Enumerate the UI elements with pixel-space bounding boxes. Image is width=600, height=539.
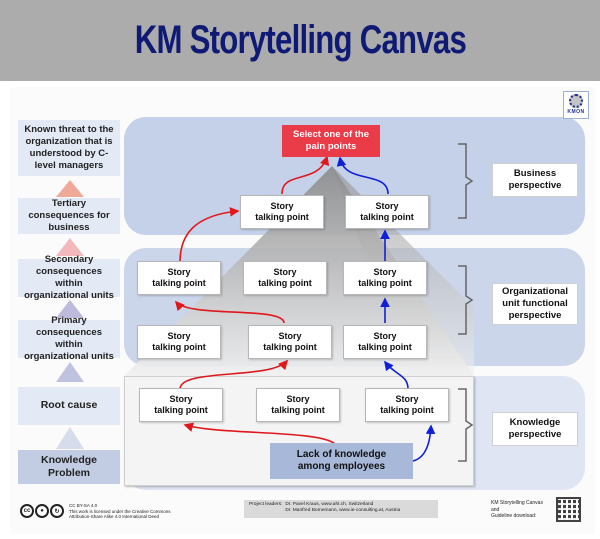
level-label: Primary consequences within organization… bbox=[24, 315, 114, 362]
level-label: Knowledge Problem bbox=[40, 453, 97, 479]
perspective-business: Business perspective bbox=[492, 163, 578, 197]
attribution-icon: ● bbox=[35, 504, 49, 519]
story-point-knowledge-2: Story talking point bbox=[256, 388, 340, 422]
story-point-label: Story talking point bbox=[258, 267, 312, 288]
up-arrow-icon bbox=[56, 362, 84, 382]
level-known-threat: Known threat to the organization that is… bbox=[18, 120, 120, 176]
up-arrow-icon bbox=[56, 238, 84, 256]
red-path-arrow bbox=[179, 207, 240, 263]
leader-name: Dr. Pavel Kraus, www.aht.ch, Switzerland bbox=[285, 502, 374, 507]
bracket-knowledge bbox=[458, 388, 474, 462]
perspective-label: Business perspective bbox=[508, 168, 562, 191]
level-label: Secondary consequences within organizati… bbox=[24, 254, 114, 301]
story-point-label: Story talking point bbox=[152, 331, 206, 352]
page-title: KM Storytelling Canvas bbox=[134, 18, 466, 62]
license-text: CC BY-SA 4.0 This work is licensed under… bbox=[69, 503, 171, 520]
level-knowledge-problem: Knowledge Problem bbox=[18, 450, 120, 484]
up-arrow-icon bbox=[56, 180, 84, 197]
license-short: CC BY-SA 4.0 bbox=[69, 503, 98, 508]
root-problem-box: Lack of knowledge among employees bbox=[270, 443, 413, 479]
story-point-label: Story talking point bbox=[152, 267, 206, 288]
red-path-arrow bbox=[179, 359, 289, 390]
story-point-label: Story talking point bbox=[358, 267, 412, 288]
level-root-cause: Root cause bbox=[18, 387, 120, 425]
red-path-arrow bbox=[174, 300, 285, 324]
story-point-business-1: Story talking point bbox=[240, 195, 324, 229]
perspective-knowledge: Knowledge perspective bbox=[492, 412, 578, 446]
story-point-org-upper-1: Story talking point bbox=[137, 261, 221, 295]
story-point-label: Story talking point bbox=[271, 394, 325, 415]
story-point-knowledge-3: Story talking point bbox=[365, 388, 449, 422]
blue-path-arrow bbox=[384, 360, 409, 390]
perspective-label: Organizational unit functional perspecti… bbox=[502, 286, 568, 321]
download-info: KM Storytelling Canvas and Guideline dow… bbox=[491, 500, 546, 520]
license-line: This work is licensed under the Creative… bbox=[69, 508, 171, 514]
perspective-label: Knowledge perspective bbox=[508, 417, 562, 440]
bracket-business bbox=[458, 143, 474, 219]
story-point-label: Story talking point bbox=[380, 394, 434, 415]
leader-name: Dr. Manfred Bornemann, www.ie-consulting… bbox=[285, 508, 401, 514]
story-point-label: Story talking point bbox=[255, 201, 309, 222]
red-path-arrow bbox=[281, 155, 330, 195]
up-arrow-icon bbox=[56, 300, 84, 318]
cc-icon: cc bbox=[20, 504, 34, 519]
level-label: Root cause bbox=[40, 399, 98, 412]
logo-text: KMON bbox=[567, 109, 585, 115]
license-line: Attribution-Share Alike 4.0 Internationa… bbox=[69, 514, 160, 520]
story-point-org-upper-3: Story talking point bbox=[343, 261, 427, 295]
share-alike-icon: ↻ bbox=[50, 504, 64, 519]
blue-path-arrow bbox=[412, 424, 436, 462]
level-label: Tertiary consequences for business bbox=[28, 198, 110, 233]
story-point-label: Story talking point bbox=[358, 331, 412, 352]
perspective-organizational: Organizational unit functional perspecti… bbox=[492, 283, 578, 325]
pain-point-box: Select one of the pain points bbox=[282, 125, 380, 157]
license-block: cc ● ↻ CC BY-SA 4.0 This work is license… bbox=[20, 503, 171, 520]
blue-path-arrow bbox=[336, 156, 389, 195]
story-point-org-lower-1: Story talking point bbox=[137, 325, 221, 359]
story-point-label: Story talking point bbox=[263, 331, 317, 352]
kmon-logo: KMON bbox=[563, 91, 589, 119]
root-problem-label: Lack of knowledge among employees bbox=[296, 449, 387, 472]
level-tertiary: Tertiary consequences for business bbox=[18, 198, 120, 234]
story-point-business-2: Story talking point bbox=[345, 195, 429, 229]
leaders-label: Project leaders: bbox=[249, 502, 283, 507]
red-path-arrow bbox=[183, 422, 336, 445]
bracket-organizational bbox=[458, 265, 474, 335]
download-line: Guideline download: bbox=[491, 513, 537, 519]
download-line: and bbox=[491, 506, 500, 513]
kmon-logo-icon bbox=[569, 94, 583, 108]
qr-code-icon[interactable] bbox=[556, 497, 581, 522]
level-label: Known threat to the organization that is… bbox=[24, 124, 114, 171]
story-point-org-lower-3: Story talking point bbox=[343, 325, 427, 359]
level-primary: Primary consequences within organization… bbox=[18, 315, 120, 362]
story-point-label: Story talking point bbox=[154, 394, 208, 415]
story-point-knowledge-1: Story talking point bbox=[139, 388, 223, 422]
pain-point-label: Select one of the pain points bbox=[292, 129, 369, 152]
up-arrow-icon bbox=[56, 427, 84, 449]
title-bar: KM Storytelling Canvas bbox=[0, 0, 600, 81]
project-leaders: Project leaders: Dr. Pavel Kraus, www.ah… bbox=[244, 500, 438, 518]
story-point-org-lower-2: Story talking point bbox=[248, 325, 332, 359]
download-line: KM Storytelling Canvas bbox=[491, 500, 543, 506]
story-point-label: Story talking point bbox=[360, 201, 414, 222]
level-secondary: Secondary consequences within organizati… bbox=[18, 254, 120, 301]
story-point-org-upper-2: Story talking point bbox=[243, 261, 327, 295]
